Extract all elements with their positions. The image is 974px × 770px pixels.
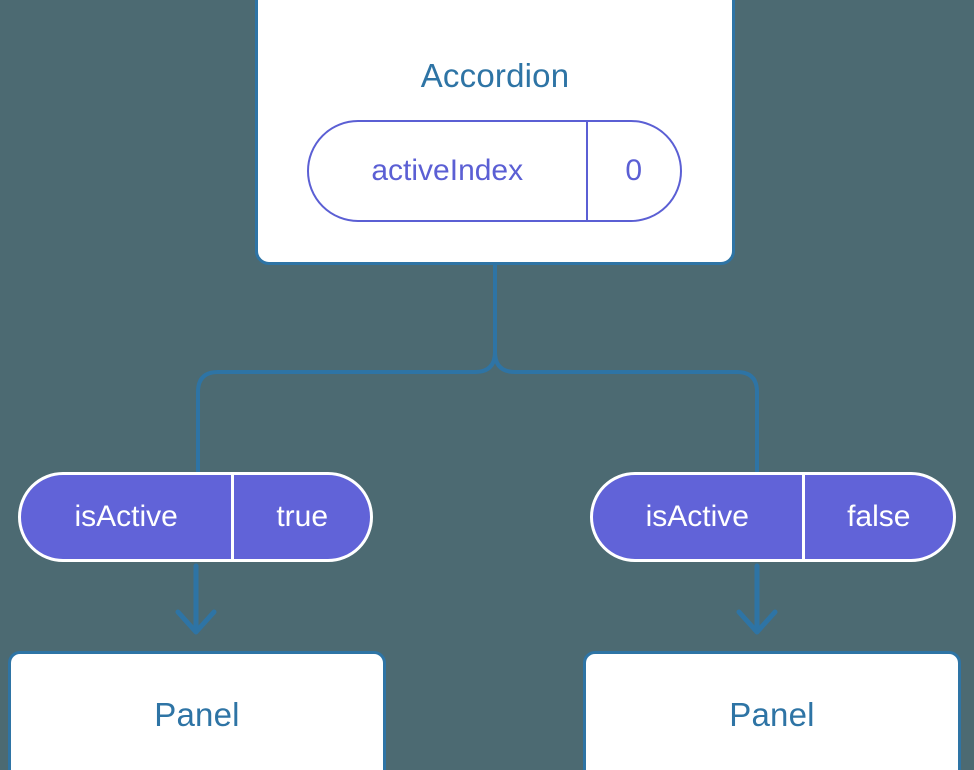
state-pill-value: 0: [585, 122, 681, 220]
state-pill-key: activeIndex: [371, 154, 524, 187]
prop-pill-is-active-right[interactable]: isActive false: [590, 472, 956, 562]
panel-title-right: Panel: [729, 696, 815, 733]
panel-component-box-left[interactable]: Panel: [8, 651, 386, 770]
prop-pill-key-right: isActive: [645, 500, 749, 533]
arrow-left-pill-to-panel: [175, 563, 217, 635]
accordion-title: Accordion: [420, 57, 570, 94]
prop-pill-value-right: false: [801, 475, 954, 559]
panel-component-box-right[interactable]: Panel: [583, 651, 961, 770]
prop-pill-is-active-left[interactable]: isActive true: [18, 472, 373, 562]
state-pill-active-index[interactable]: activeIndex 0: [307, 120, 682, 222]
prop-pill-value-left: true: [231, 475, 370, 559]
prop-pill-key-left: isActive: [74, 500, 178, 533]
panel-title-left: Panel: [154, 696, 240, 733]
arrow-right-pill-to-panel: [736, 563, 778, 635]
tree-connector-root-to-pills: [196, 264, 759, 474]
